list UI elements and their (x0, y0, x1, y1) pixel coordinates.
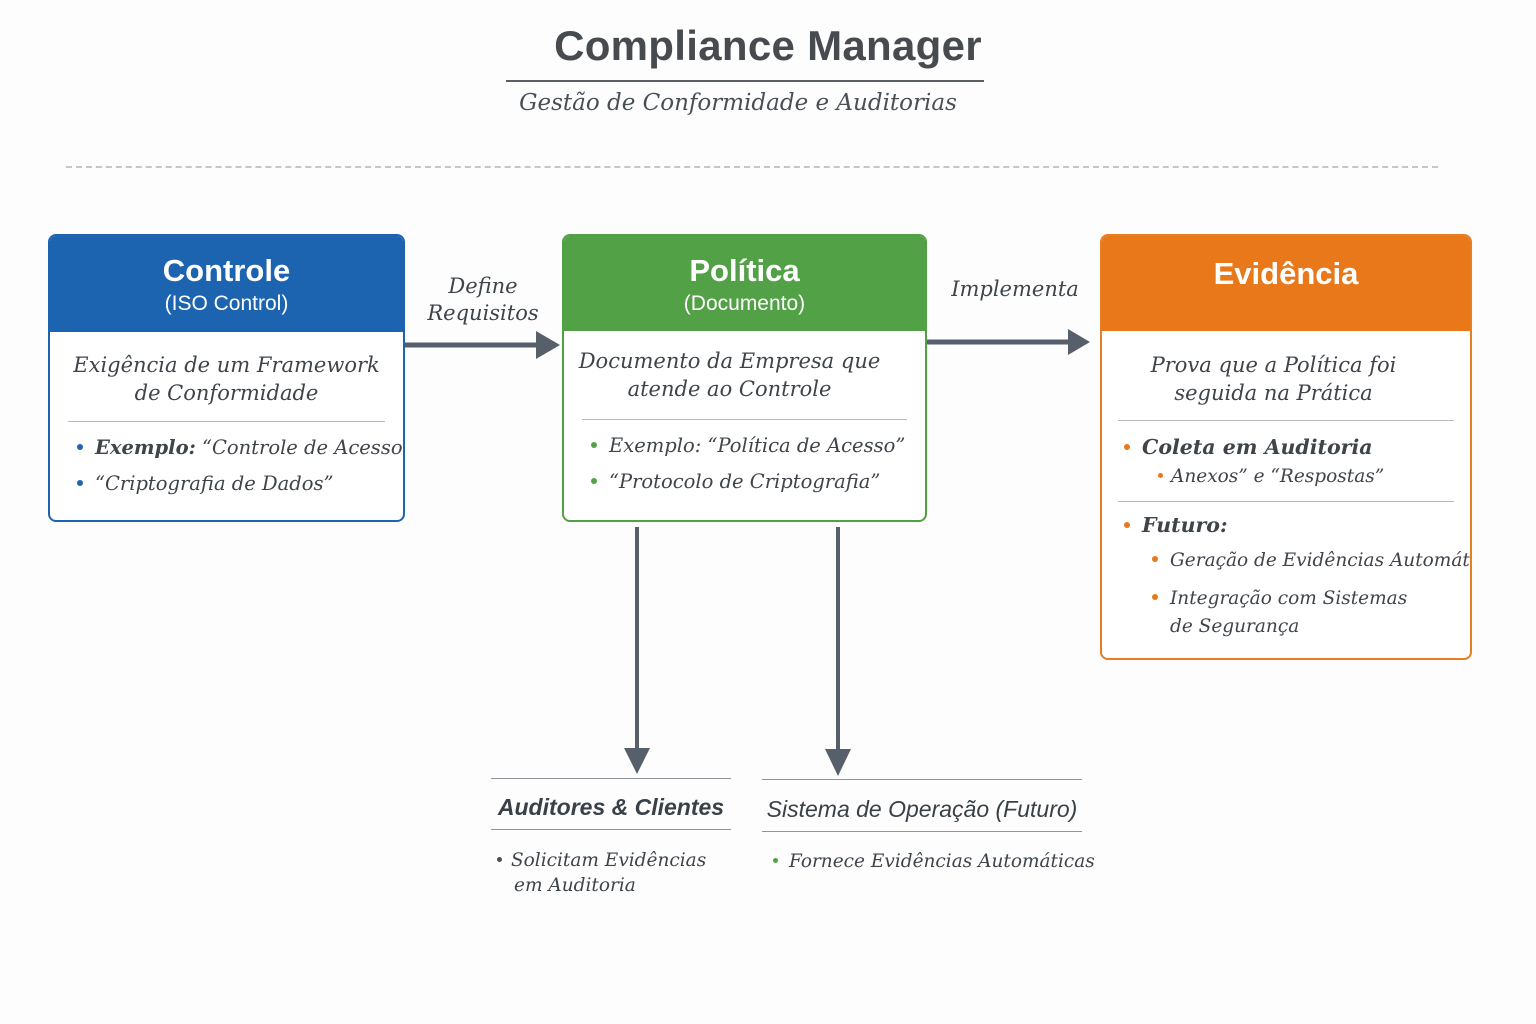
politica-description: Documento da Empresa que atende ao Contr… (564, 347, 895, 403)
sistema-top-rule (762, 779, 1082, 780)
bullet-dot (77, 479, 83, 486)
evidencia-rule-2 (1118, 501, 1454, 502)
arrow-define-head (536, 331, 560, 359)
arrow-label-define-line2: Requisitos (427, 301, 539, 325)
politica-header: Política (Documento) (564, 236, 925, 331)
controle-card: Controle (ISO Control) Exigência de um F… (48, 234, 405, 522)
evidencia-futuro-item-2-line2: de Segurança (1170, 616, 1300, 637)
sistema-item-text: Fornece Evidências Automáticas (789, 851, 1095, 872)
controle-subtitle: (ISO Control) (164, 292, 289, 315)
controle-item-2-text: “Criptografia de Dados” (95, 472, 334, 495)
auditores-item-line2: em Auditoria (514, 875, 636, 896)
politica-item-1: Exemplo: “Política de Acesso” (591, 434, 925, 457)
evidencia-coleta-label: Coleta em Auditoria (1142, 435, 1373, 459)
arrow-implementa-head (1068, 329, 1090, 355)
bullet-dot (1152, 556, 1158, 562)
politica-subtitle: (Documento) (683, 292, 806, 315)
dashed-divider (66, 166, 1438, 168)
controle-title: Controle (162, 253, 291, 288)
bullet-dot (773, 857, 778, 863)
auditores-item-line1: Solicitam Evidências (511, 850, 707, 871)
evidencia-futuro-item-2-line1: Integração com Sistemas (1170, 588, 1408, 609)
politica-rule (582, 419, 907, 420)
evidencia-futuro-item-1: Geração de Evidências Automáticas (1152, 550, 1470, 571)
bullet-dot (1152, 594, 1158, 600)
controle-description-line2: de Conformidade (134, 381, 319, 405)
controle-example-value: “Controle de Acesso” (201, 436, 405, 459)
bullet-dot (1158, 472, 1163, 478)
evidencia-header: Evidência (1102, 236, 1470, 331)
title-underline (506, 80, 984, 82)
arrow-label-define: Define Requisitos (420, 273, 546, 327)
politica-card: Política (Documento) Documento da Empres… (562, 234, 927, 522)
bullet-dot (591, 477, 597, 484)
evidencia-coleta-sub-text: Anexos” e “Respostas” (1171, 466, 1385, 487)
bullet-dot (1124, 521, 1130, 528)
evidencia-coleta-sub: Anexos” e “Respostas” (1158, 466, 1470, 487)
controle-header: Controle (ISO Control) (50, 236, 403, 332)
bullet-dot (591, 441, 597, 448)
evidencia-rule-1 (1118, 420, 1454, 421)
controle-description-line1: Exigência de um Framework (73, 353, 380, 377)
politica-item-2: “Protocolo de Criptografia” (591, 470, 925, 493)
sistema-title: Sistema de Operação (Futuro) (766, 796, 1078, 822)
evidencia-futuro-item-2: Integração com Sistemas de Segurança (1152, 585, 1470, 641)
evidencia-description-line1: Prova que a Política foi (1150, 353, 1397, 377)
controle-example: Exemplo: “Controle de Acesso” (77, 436, 403, 459)
evidencia-title: Evidência (1213, 256, 1359, 291)
evidencia-description: Prova que a Política foi seguida na Prát… (1102, 351, 1445, 407)
page-title: Compliance Manager (554, 22, 982, 69)
auditores-item: Solicitam Evidências em Auditoria (497, 848, 706, 898)
politica-item-2-text: “Protocolo de Criptografia” (609, 470, 881, 493)
politica-title: Política (689, 253, 800, 288)
controle-description: Exigência de um Framework de Conformidad… (50, 351, 403, 407)
evidencia-description-line2: seguida na Prática (1174, 381, 1373, 405)
politica-description-line2: atende ao Controle (627, 377, 832, 401)
auditores-title: Auditores & Clientes (497, 794, 725, 820)
controle-item-2: “Criptografia de Dados” (77, 472, 403, 495)
auditores-top-rule (491, 778, 731, 779)
controle-rule (68, 421, 385, 422)
politica-item-1-text: Exemplo: “Política de Acesso” (609, 434, 906, 457)
evidencia-futuro-label: Futuro: (1142, 513, 1228, 537)
evidencia-coleta: Coleta em Auditoria (1124, 435, 1470, 459)
arrow-sistema-head (825, 749, 851, 776)
controle-example-label: Exemplo: (95, 436, 196, 459)
arrow-auditores-head (624, 748, 650, 774)
bullet-dot (497, 856, 502, 862)
sistema-item: Fornece Evidências Automáticas (773, 849, 1095, 874)
arrow-label-define-line1: Define (448, 274, 518, 298)
bullet-dot (1124, 443, 1130, 450)
politica-description-line1: Documento da Empresa que (578, 349, 881, 373)
evidencia-card: Evidência Prova que a Política foi segui… (1100, 234, 1472, 660)
sistema-bottom-rule (762, 831, 1082, 832)
evidencia-futuro: Futuro: (1124, 513, 1470, 537)
bullet-dot (77, 443, 83, 450)
arrow-label-implementa: Implementa (951, 277, 1079, 301)
page-subtitle: Gestão de Conformidade e Auditorias (519, 90, 957, 116)
evidencia-futuro-item-1-text: Geração de Evidências Automáticas (1170, 550, 1470, 571)
auditores-bottom-rule (491, 829, 731, 830)
